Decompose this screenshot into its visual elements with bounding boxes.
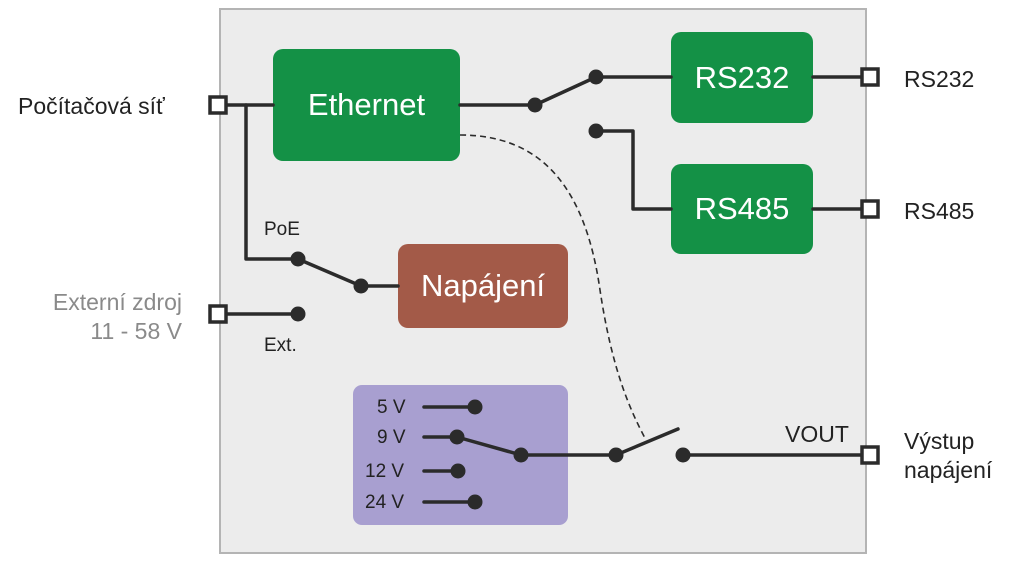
tap-12v-contact (450, 463, 466, 479)
rs485-in-wire (594, 129, 673, 211)
rs232-port-icon (860, 67, 880, 87)
vout-switch-lever (614, 427, 680, 457)
ext-label: Ext. (264, 335, 297, 356)
voltage-5v-label: 5 V (377, 397, 406, 418)
vout-switch-pivot (608, 447, 624, 463)
voltage-9v-label: 9 V (377, 427, 406, 448)
voltage-switch-lever (455, 435, 523, 457)
rs485-block: RS485 (671, 164, 813, 254)
rs485-block-label: RS485 (694, 191, 790, 226)
poe-contact (290, 251, 306, 267)
ext-source-label-2: 11 - 58 V (90, 318, 182, 344)
vout-port-icon (860, 445, 880, 465)
rs232-port-label: RS232 (904, 66, 975, 92)
power-switch-lever (296, 257, 363, 288)
ext-source-port-icon (208, 304, 228, 324)
tap-24v-contact (467, 494, 483, 510)
ethernet-label: Ethernet (307, 87, 426, 122)
tap-9v-contact (449, 429, 465, 445)
voltage-12v-label: 12 V (365, 461, 405, 482)
serial-switch-pivot (527, 97, 543, 113)
network-port-icon (208, 95, 228, 115)
ethernet-block: Ethernet (273, 49, 460, 161)
voltage-switch-pivot (513, 447, 529, 463)
power-switch-pivot (353, 278, 369, 294)
vout-switch-contact (675, 447, 691, 463)
rs485-contact (588, 123, 604, 139)
poe-label: PoE (264, 219, 300, 240)
tap-5v-contact (467, 399, 483, 415)
power-block-label: Napájení (420, 268, 546, 303)
power-output-label-2: napájení (904, 457, 993, 483)
power-output-label-1: Výstup (904, 428, 975, 454)
rs485-port-icon (860, 199, 880, 219)
rs232-block-label: RS232 (694, 59, 790, 95)
poe-feed-wire (244, 103, 300, 261)
ext-contact (290, 306, 306, 322)
power-block: Napájení (398, 244, 568, 328)
ext-source-label-1: Externí zdroj (52, 289, 182, 315)
rs232-contact (588, 69, 604, 85)
voltage-24v-label: 24 V (365, 492, 405, 513)
rs485-port-label: RS485 (904, 198, 975, 224)
control-link-dashed (459, 134, 647, 441)
vout-label: VOUT (785, 421, 849, 447)
rs232-block: RS232 (671, 32, 813, 123)
serial-switch-lever (533, 75, 598, 107)
network-label: Počítačová síť (18, 93, 165, 119)
